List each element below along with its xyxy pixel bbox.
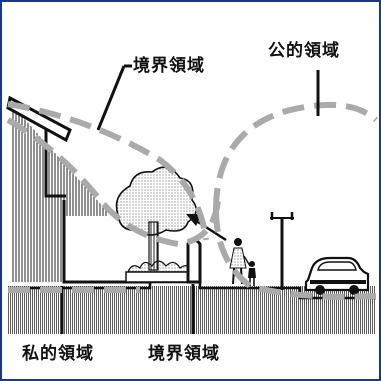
tree-icon (115, 166, 197, 271)
boundary-zone-dashes (6, 101, 221, 293)
street-lamp-icon (270, 212, 294, 290)
label-public-zone: 公的領域 (268, 41, 340, 61)
dashed-zone-circle (213, 101, 379, 300)
car-icon (304, 256, 370, 295)
planter-icon (125, 260, 193, 283)
label-boundary-bottom: 境界領域 (148, 344, 220, 364)
label-boundary-top: 境界領域 (133, 56, 205, 76)
label-private-zone: 私的領域 (22, 344, 94, 364)
leader-boundary-top (96, 64, 132, 131)
fence-post-icon (186, 238, 202, 284)
